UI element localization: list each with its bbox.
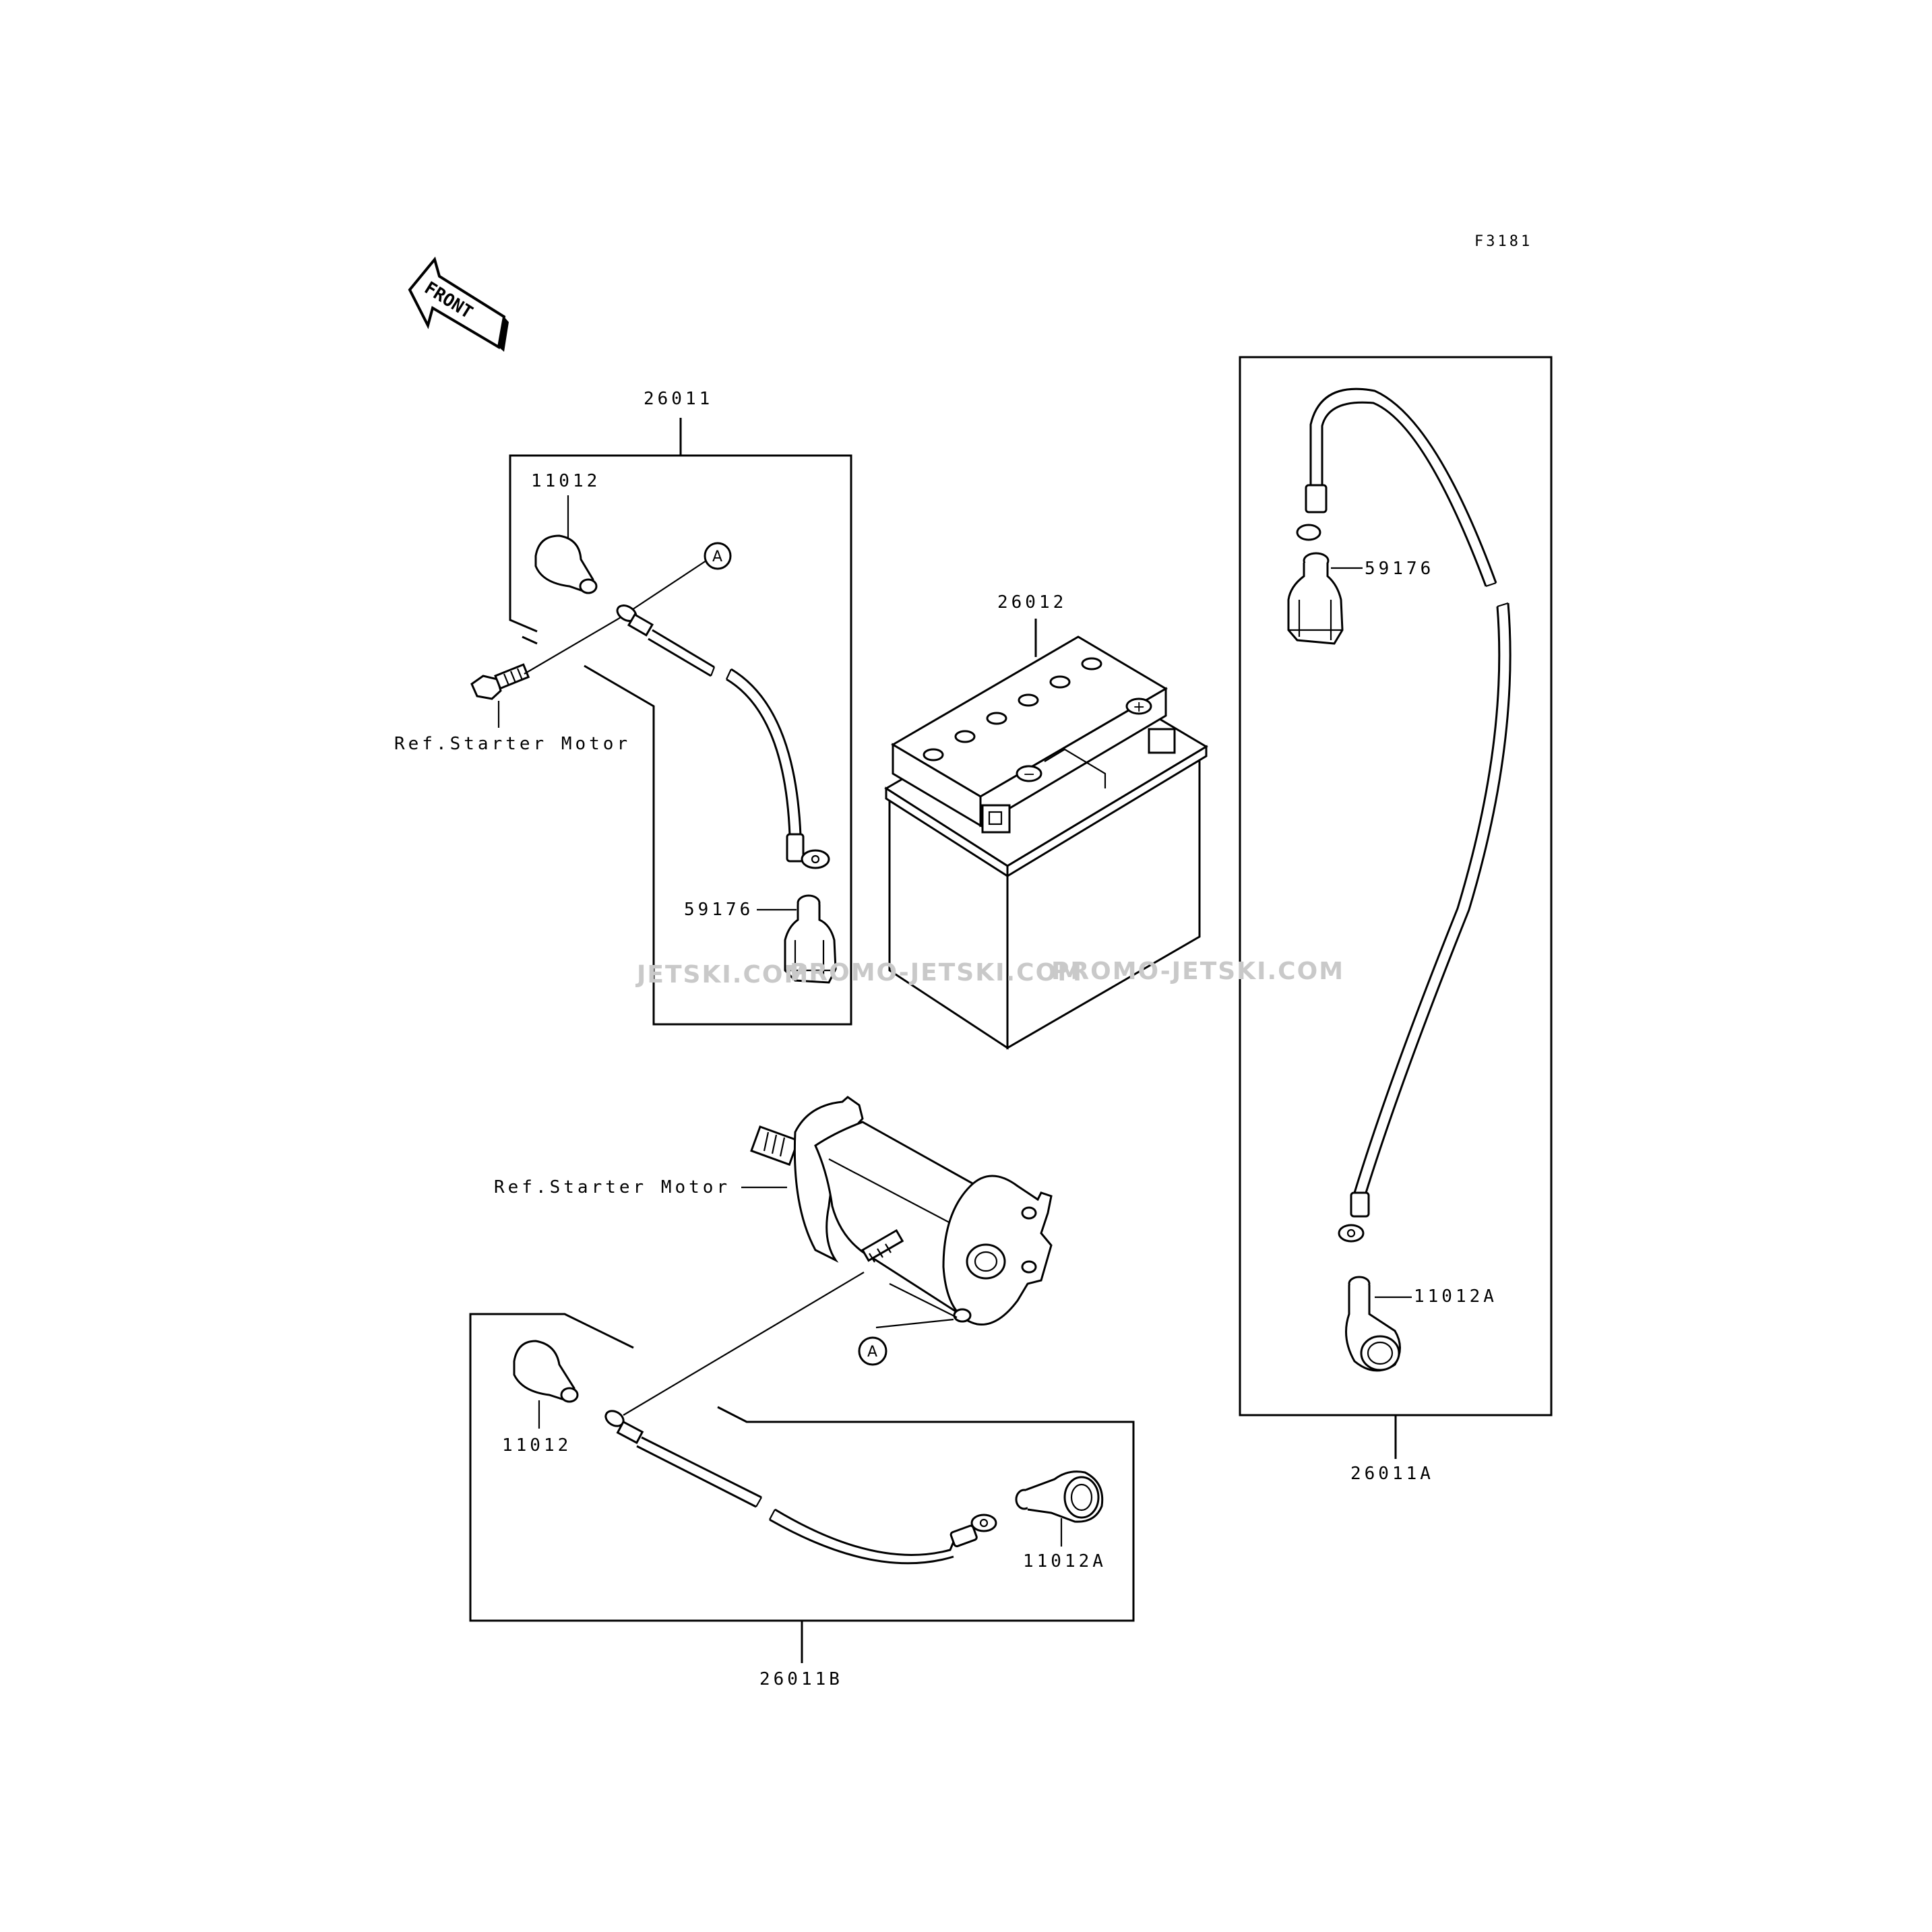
- battery-cable-26011B: [604, 1410, 997, 1565]
- kit-frame-26011: [509, 454, 852, 1026]
- front-arrow-indicator: FRONT: [408, 256, 509, 352]
- part-number-26011: 26011: [644, 389, 713, 409]
- cable-kit-26011: 26011 11012 Ref.Starter Motor A: [394, 389, 852, 1026]
- part-number-11012-bottom: 11012: [502, 1435, 571, 1456]
- watermark-text-3: PROMO-JETSKI.COM: [1051, 958, 1344, 985]
- bolt-icon: [470, 663, 530, 700]
- part-number-59176-right: 59176: [1365, 559, 1434, 579]
- part-number-26011B: 26011B: [759, 1669, 843, 1689]
- connection-marker-a-top: [704, 542, 732, 570]
- connection-marker-a-top-label: A: [712, 549, 722, 565]
- positive-terminal: +: [1125, 697, 1176, 754]
- part-number-59176-left: 59176: [684, 900, 753, 920]
- ref-starter-motor-bottom: Ref.Starter Motor: [494, 1177, 730, 1197]
- terminal-cap-11012-top: [534, 534, 598, 594]
- kit-frame-26011B: [469, 1313, 1135, 1622]
- cable-kit-26011A: 26011A 59176 11012A: [1239, 356, 1553, 1484]
- part-number-11012A-right: 11012A: [1414, 1286, 1497, 1307]
- negative-terminal: −: [981, 765, 1042, 834]
- part-number-11012A-bottom: 11012A: [1023, 1551, 1107, 1571]
- battery-cable-26011: [616, 604, 830, 869]
- watermark-text-2: PROMO-JETSKI.COM: [790, 959, 1083, 987]
- negative-terminal-sign: −: [1023, 766, 1035, 783]
- battery-cable-26011A: [1296, 387, 1512, 1243]
- connection-marker-a-bottom: [858, 1336, 887, 1366]
- terminal-cap-11012A-bottom: [1015, 1470, 1104, 1523]
- part-number-11012-top: 11012: [531, 471, 600, 491]
- watermark-text-1: JETSKI.COM: [635, 961, 809, 989]
- connection-marker-a-bottom-label: A: [867, 1344, 877, 1361]
- ref-starter-motor-top: Ref.Starter Motor: [394, 734, 631, 754]
- part-number-26011A: 26011A: [1350, 1464, 1434, 1484]
- terminal-cap-11012-bottom: [513, 1340, 579, 1403]
- terminal-cover-59176-right: [1287, 552, 1344, 645]
- starter-motor: Ref.Starter Motor: [494, 1096, 1053, 1326]
- battery-26012: 26012 − +: [884, 592, 1208, 1050]
- starter-terminal-stud: [861, 1228, 904, 1262]
- watermark: JETSKI.COM PROMO-JETSKI.COM PROMO-JETSKI…: [635, 958, 1344, 989]
- kit-frame-26011A: [1239, 356, 1553, 1416]
- part-number-26012: 26012: [997, 592, 1067, 613]
- positive-terminal-sign: +: [1133, 699, 1145, 716]
- figure-code: F3181: [1474, 233, 1532, 250]
- terminal-cover-59176-left: [784, 894, 837, 984]
- vent-caps: [923, 657, 1102, 761]
- terminal-cap-11012A-right: [1345, 1276, 1401, 1372]
- cable-kit-26011B: 26011B 11012: [469, 1272, 1135, 1689]
